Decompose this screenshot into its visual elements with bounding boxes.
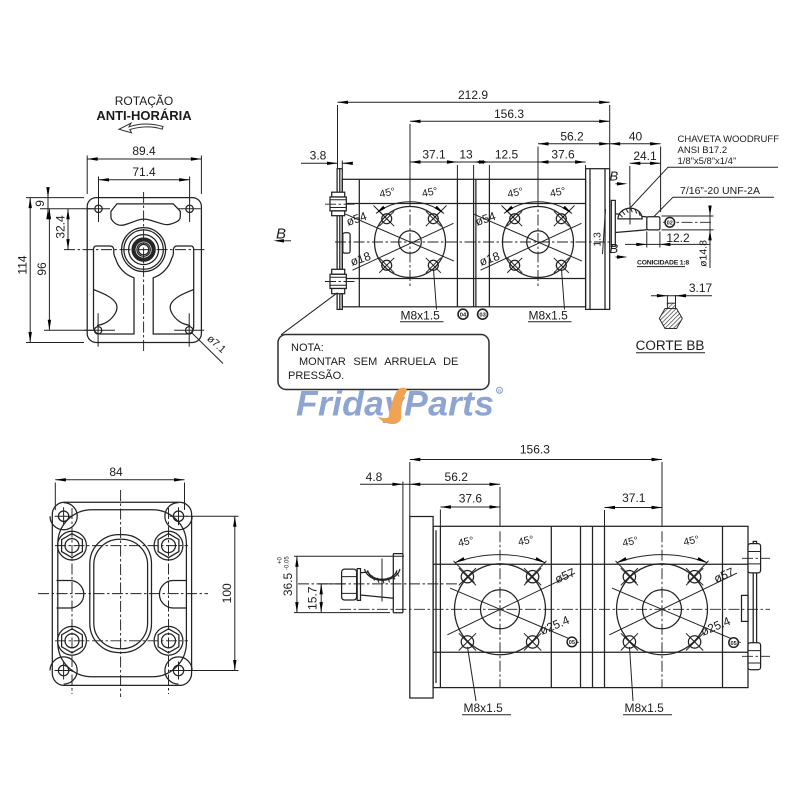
svg-text:1/8”x5/8”x1/4”: 1/8”x5/8”x1/4” <box>678 156 737 167</box>
svg-text:ø18: ø18 <box>348 249 372 269</box>
svg-text:96: 96 <box>35 262 49 276</box>
svg-text:B: B <box>276 226 286 243</box>
svg-text:37.6: 37.6 <box>459 492 483 506</box>
svg-text:100: 100 <box>220 583 234 603</box>
svg-text:56.2: 56.2 <box>560 130 584 144</box>
svg-text:M8x1.5: M8x1.5 <box>625 701 665 715</box>
svg-text:45°: 45° <box>549 185 567 200</box>
svg-text:156.3: 156.3 <box>520 443 550 457</box>
svg-text:1.3: 1.3 <box>592 232 604 247</box>
svg-text:45°: 45° <box>517 534 535 549</box>
svg-text:CONICIDADE 1:8: CONICIDADE 1:8 <box>637 259 689 266</box>
svg-text:CORTE BB: CORTE BB <box>636 338 705 353</box>
svg-text:ø18: ø18 <box>477 249 501 269</box>
svg-text:12.5: 12.5 <box>495 148 519 162</box>
svg-text:32.4: 32.4 <box>53 215 67 239</box>
svg-text:12.2: 12.2 <box>666 231 690 245</box>
svg-text:ø14.8: ø14.8 <box>698 240 710 267</box>
svg-text:114: 114 <box>16 255 30 274</box>
svg-text:156.3: 156.3 <box>494 107 524 121</box>
svg-text:45°: 45° <box>457 535 475 550</box>
svg-text:84: 84 <box>109 465 123 479</box>
svg-text:03: 03 <box>479 312 486 318</box>
svg-text:56.2: 56.2 <box>445 470 469 484</box>
svg-text:3.17: 3.17 <box>689 281 713 295</box>
svg-text:89.4: 89.4 <box>132 144 156 158</box>
svg-text:05: 05 <box>569 640 575 646</box>
svg-text:ANTI-HORÁRIA: ANTI-HORÁRIA <box>96 108 192 123</box>
svg-text:ø54: ø54 <box>473 209 497 229</box>
svg-text:45°: 45° <box>682 534 700 549</box>
svg-text:37.1: 37.1 <box>622 491 646 505</box>
svg-text:CHAVETA WOODRUFF: CHAVETA WOODRUFF <box>678 134 780 145</box>
svg-text:15.7: 15.7 <box>305 586 319 610</box>
svg-text:24.1: 24.1 <box>633 149 657 163</box>
svg-text:MONTAR SEM ARRUELA DE: MONTAR SEM ARRUELA DE <box>299 356 458 368</box>
svg-text:ø54: ø54 <box>344 209 368 229</box>
svg-text:B: B <box>610 169 619 184</box>
svg-text:M8x1.5: M8x1.5 <box>529 309 569 323</box>
svg-text:37.1: 37.1 <box>422 148 446 162</box>
svg-text:M8x1.5: M8x1.5 <box>401 309 441 323</box>
svg-text:13: 13 <box>459 148 473 162</box>
svg-text:PRESSÃO.: PRESSÃO. <box>288 369 344 382</box>
svg-text:7/16”-20 UNF-2A: 7/16”-20 UNF-2A <box>680 185 760 197</box>
svg-text:R: R <box>498 388 502 393</box>
svg-text:212.9: 212.9 <box>458 88 488 102</box>
svg-text:45°: 45° <box>421 185 439 200</box>
svg-text:45°: 45° <box>621 535 639 550</box>
svg-text:71.4: 71.4 <box>132 165 156 179</box>
svg-text:B: B <box>610 241 619 256</box>
svg-text:-0.05: -0.05 <box>285 556 291 570</box>
svg-text:3.8: 3.8 <box>310 149 327 163</box>
svg-text:05: 05 <box>730 641 736 647</box>
svg-text:ANSI B17.2: ANSI B17.2 <box>678 145 728 156</box>
svg-text:45°: 45° <box>506 186 524 201</box>
svg-text:4.8: 4.8 <box>366 470 383 484</box>
svg-text:37.6: 37.6 <box>551 148 575 162</box>
svg-text:M8x1.5: M8x1.5 <box>464 701 504 715</box>
svg-text:02: 02 <box>667 221 673 227</box>
svg-text:+0: +0 <box>278 556 284 564</box>
svg-text:40: 40 <box>629 130 643 144</box>
svg-text:ROTAÇÃO: ROTAÇÃO <box>115 94 173 108</box>
svg-text:9: 9 <box>33 200 47 207</box>
svg-text:04: 04 <box>460 312 467 318</box>
svg-text:NOTA:: NOTA: <box>291 342 324 354</box>
svg-text:45°: 45° <box>378 186 396 201</box>
svg-text:36.5: 36.5 <box>281 572 295 596</box>
